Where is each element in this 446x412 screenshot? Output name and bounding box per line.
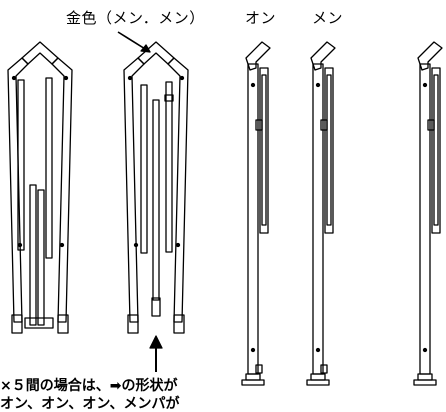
men-label: メン [312,9,344,27]
frame-3-on [242,42,270,385]
frame-4-main-post [313,64,323,374]
frame-3-bolt [252,84,255,87]
frame-5-foot-base [414,380,436,385]
frame-2-bolt [129,77,132,80]
frame-2-tube-b [166,82,172,252]
frame-4-bolt [317,84,320,87]
frame-3-bolt [252,349,255,352]
frame-4-side-rail [325,68,333,233]
frame-1-apex [22,42,58,64]
frame-4-inner-rail [327,75,331,225]
frame-2-center-pole [153,100,159,300]
frame-2-bolt [177,244,180,247]
frame-5-bolt [424,84,427,87]
frame-1-left-leg [8,58,28,322]
frame-3-main-post [248,64,258,374]
frame-3-clamp-low [256,365,262,373]
frame-3-side-rail [260,68,268,233]
frame-3-foot-base [242,380,264,385]
frame-2-foot-left [128,315,138,333]
frame-4-foot-base [307,380,329,385]
frame-5-inner-rail [434,75,438,225]
frame-2-left-leg [124,58,144,322]
up-arrow-head [150,336,162,348]
frame-1-foot-left [12,315,22,333]
frame-4-clamp-low [321,365,327,373]
frame-1-bolt [19,244,22,247]
frame-2-tube-a [141,85,147,253]
frame-3-top-bracket [246,42,270,70]
frame-1-right-leg [52,58,72,322]
frame-5-main-post [420,64,430,374]
gold-pointer-arrowhead [141,45,150,52]
frame-2-clip [165,95,173,101]
frame-2-bolt [135,244,138,247]
frame-5 [414,42,442,385]
frame-1-tube-c [30,185,36,325]
frame-1-bolt [13,77,16,80]
frame-4-top-bracket [311,42,335,70]
frame-4-men [307,42,335,385]
frame-5-bolt [424,349,427,352]
frame-1-tube-b [46,78,52,258]
frame-1-base-plate [25,318,53,328]
note-line-1: ×５間の場合は、➡の形状が [0,378,178,394]
frame-5-top-bracket [418,42,442,70]
frame-4-clamp [321,120,327,130]
frame-1-bolt [65,77,68,80]
frame-2-foot-right [174,315,184,333]
frame-5-side-rail [432,68,440,233]
frame-1-tube-a [18,80,24,250]
frame-5-foot-top [418,374,432,380]
frame-2-bolt [181,77,184,80]
on-label: オン [245,9,277,27]
frame-4-foot-top [311,374,325,380]
frame-2 [118,32,188,372]
frame-1-foot-right [58,315,68,333]
frame-2-apex [138,42,174,64]
gold-label: 金色（メン．メン） [66,9,205,27]
frame-3-clamp [256,120,262,130]
frame-1 [8,42,72,333]
frame-1-bolt [61,244,64,247]
note-line-2: オン、オン、オン、メンパが [0,396,180,412]
frame-4-bolt [317,349,320,352]
frame-5-clamp [428,120,434,130]
frame-1-tube-d [38,190,44,325]
frame-3-inner-rail [262,75,266,225]
frame-2-right-leg [168,58,188,322]
frame-3-foot-top [246,374,260,380]
frame-2-center-pole-tip [152,298,160,316]
